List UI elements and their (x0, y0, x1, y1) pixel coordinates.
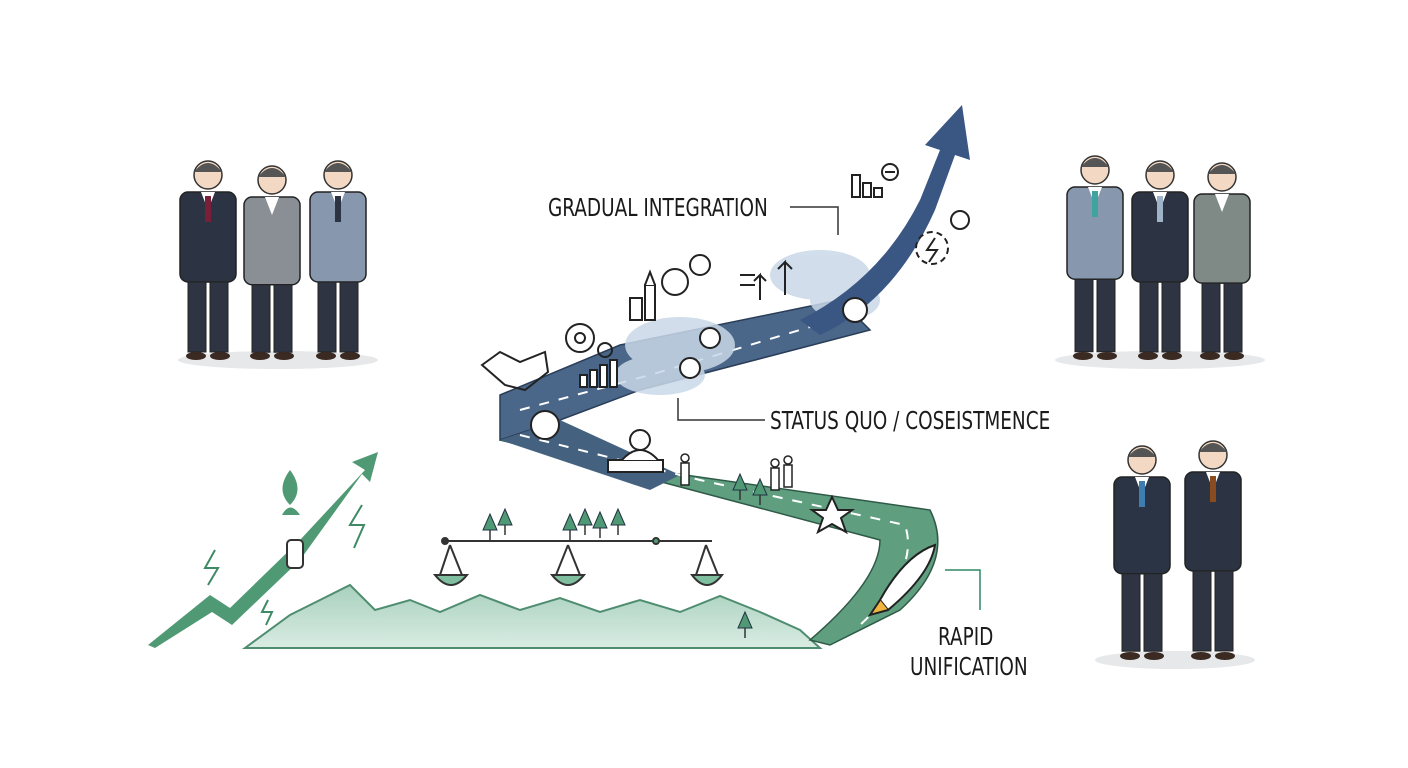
gear-icon (565, 323, 613, 358)
walkers (680, 453, 793, 491)
upward-arrows-icon (740, 259, 793, 300)
tree-icon (497, 507, 513, 535)
tree-icon (482, 512, 498, 540)
person-figure (1113, 445, 1171, 660)
person-figure (1193, 162, 1251, 360)
left-leaders-group (178, 160, 378, 369)
energy-icon (915, 210, 970, 265)
balance-scale (432, 537, 725, 586)
handshake-icon (480, 350, 550, 392)
rapid-connector (945, 569, 981, 610)
tree-icon (562, 512, 578, 540)
tree-icon (732, 472, 748, 500)
tree-icon (577, 507, 593, 535)
people-groups (178, 155, 1265, 669)
person-walking-icon (783, 455, 793, 488)
tree-icon (737, 610, 753, 638)
trees (482, 472, 768, 638)
lightning-icon (203, 504, 366, 626)
person-figure (243, 165, 301, 360)
label-status-quo: STATUS QUO / COSEISTMENCE (770, 406, 1051, 435)
thinking-icon (530, 297, 868, 440)
label-gradual-integration: GRADUAL INTEGRATION (548, 193, 768, 222)
mountain-range (241, 583, 823, 649)
person-figure (1184, 440, 1242, 660)
star-icon (808, 494, 856, 535)
buildings-icon (629, 269, 656, 321)
person-figure (1066, 155, 1124, 360)
label-rapid-line2: UNIFICATION (910, 652, 1028, 681)
phone-icon (286, 539, 304, 569)
tree-icon (592, 510, 608, 538)
leaf-icon (282, 470, 300, 515)
bottom-right-pair (1095, 440, 1255, 669)
person-walking-icon (680, 453, 690, 486)
person-figure (179, 160, 237, 360)
worker-icon (607, 429, 664, 473)
road-rapid-segment (499, 439, 939, 646)
rocket-icon (867, 543, 937, 617)
right-leaders-group (1055, 155, 1265, 369)
label-rapid-line1: RAPID (938, 622, 994, 651)
person-figure (309, 160, 367, 360)
growth-arrow (148, 452, 378, 648)
city-chart-icon (851, 163, 899, 198)
bar-chart-icon (579, 359, 618, 388)
tree-icon (752, 477, 768, 505)
network-icon (661, 254, 711, 296)
person-walking-icon (770, 458, 780, 491)
person-figure (1131, 160, 1189, 360)
tree-icon (610, 507, 626, 535)
road-dash-line (519, 314, 851, 411)
gradual-connector (790, 206, 839, 235)
status-quo-connector (677, 398, 765, 421)
gradual-integration-arrow (800, 105, 970, 335)
